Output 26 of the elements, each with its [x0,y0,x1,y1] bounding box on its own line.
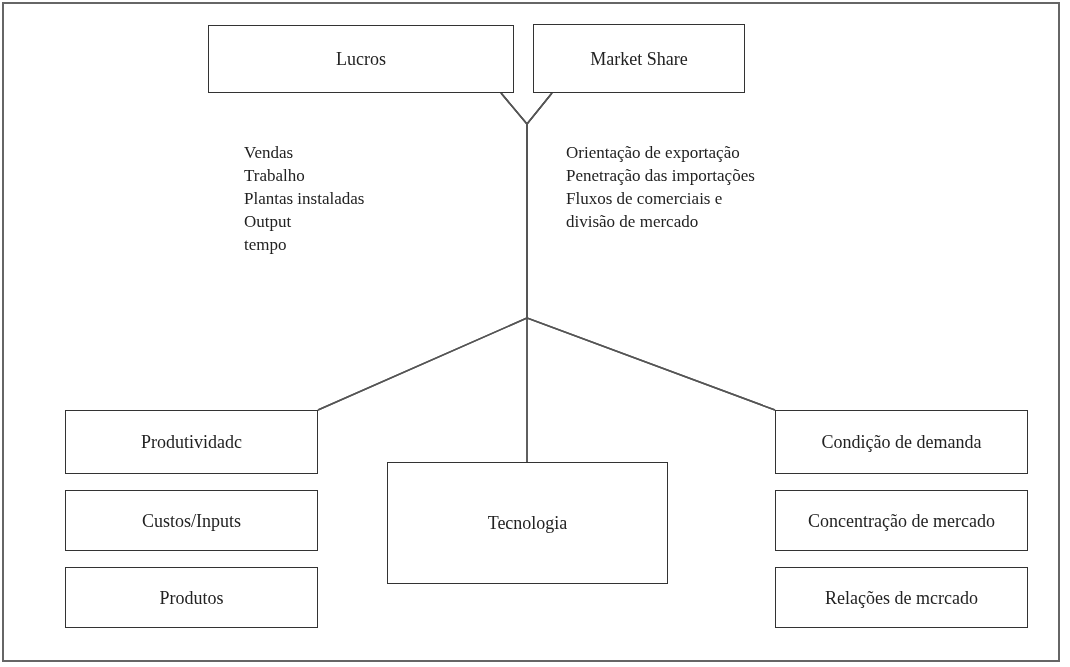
note-text: Output [244,211,292,233]
process-box [65,410,318,474]
box-label: Produtos [159,586,224,609]
box-label: Market Share [590,47,688,70]
process-box [533,24,745,93]
process-box [775,490,1028,551]
note-text: Plantas instaladas [244,188,365,210]
note-text: Fluxos de comerciais e divisão de mercado [566,188,724,233]
box-label: Lucros [336,48,386,70]
note-text: Penetração das importações [566,165,755,187]
box-label: Produtividadc [141,431,242,453]
note-text: Vendas [244,142,294,164]
process-box [65,567,318,628]
box-label: Concentração de mercado [808,509,995,532]
box-label: Tecnologia [487,512,568,534]
box-label: Condição de demanda [821,431,982,453]
note-text: Orientação de exportação [566,142,740,164]
box-label: Relações de mcrcado [825,586,978,609]
process-box [208,25,514,93]
box-label: Custos/Inputs [142,509,241,532]
note-text: tempo [244,234,287,256]
process-box [387,462,668,584]
process-box [775,567,1028,628]
process-box [65,490,318,551]
note-text: Trabalho [244,165,305,187]
process-box [775,410,1028,474]
